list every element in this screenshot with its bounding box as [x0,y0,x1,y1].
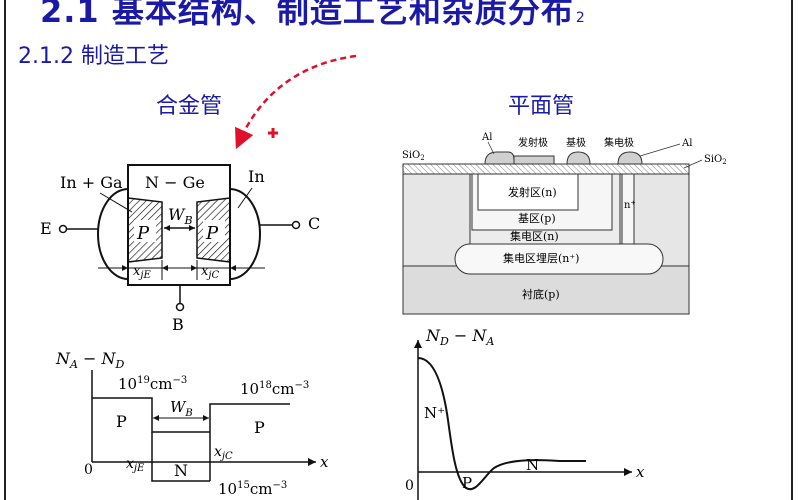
collector-metal [617,151,643,165]
emitter-electrode-label: 发射极 [518,136,548,149]
planar-transistor-label: 平面管 [508,94,575,119]
alloy-profile-curve [92,397,290,481]
alloy-transistor-label: 合金管 [156,94,223,119]
in-ga-label: In + Ga [60,173,123,192]
plus-marker-icon [268,128,278,138]
planar-profile-curve [417,357,586,491]
xjc-label: xjC [201,264,219,281]
alloy-wb-label: WB [170,398,193,419]
alloy-conc-n: 1015cm−3 [218,480,287,498]
al-left-label: Al [481,132,492,143]
terminal-c: C [308,214,320,233]
p-left-label: P [136,223,150,244]
alloy-wb-arrow-icon [153,415,209,421]
xje-label: xjE [133,264,151,281]
collector-contact [229,188,261,280]
n-ge-label: N − Ge [145,173,205,192]
planar-origin-label: 0 [405,478,414,494]
base-electrode-label: 基极 [566,136,586,149]
terminal-c-node-icon [291,220,301,230]
alloy-xje-label: xjE [126,456,145,474]
collector-electrode-label: 集电极 [604,136,634,149]
substrate-label: 衬底(p) [522,287,560,301]
terminal-b-node-icon [175,302,185,312]
sio2-left-label: SiO2 [402,150,425,162]
planar-x-axis-arrow-icon [624,468,632,476]
alloy-origin-label: 0 [84,462,93,478]
planar-region-nplus: N⁺ [424,404,445,422]
alloy-x-axis-arrow-icon [308,458,316,466]
alloy-conc-right: 1018cm−3 [240,380,309,398]
buried-layer-label: 集电区埋层(n⁺) [503,251,579,265]
emitter-region-label: 发射区(n) [508,185,557,199]
alloy-region-p-left: P [116,412,127,431]
alloy-region-p-right: P [254,418,265,437]
emitter-contact [97,188,129,280]
base-metal [566,151,591,165]
sio2-right-label: SiO2 [704,154,727,166]
planar-y-label: ND − NA [425,326,494,348]
emitter-region [477,173,579,211]
alloy-conc-left: 1019cm−3 [118,375,187,393]
p-right-label: P [205,223,219,244]
section-title: 2.1.2 制造工艺 [18,44,169,69]
base-region-label: 基区(p) [518,212,556,225]
pointer-arrow-icon [235,54,357,150]
alloy-region-n: N [174,461,188,480]
alloy-y-label: NA − ND [55,349,125,371]
terminal-b: B [172,315,184,334]
terminal-e: E [40,219,52,238]
planar-x-axis-label: x [636,463,645,481]
collector-region-label: 集电区(n) [510,229,559,243]
in-label: In [248,167,265,186]
heading-page-number: 2 [575,10,586,26]
alloy-x-axis-label: x [320,453,329,471]
alloy-xjc-label: xjC [214,444,233,462]
nplus-label: n⁺ [624,200,636,211]
al-right-label: Al [681,138,692,149]
planar-y-axis-arrow-icon [414,340,422,348]
planar-region-p: P [462,474,472,492]
planar-region-n: N [526,456,539,474]
wb-label: WB [168,205,193,227]
